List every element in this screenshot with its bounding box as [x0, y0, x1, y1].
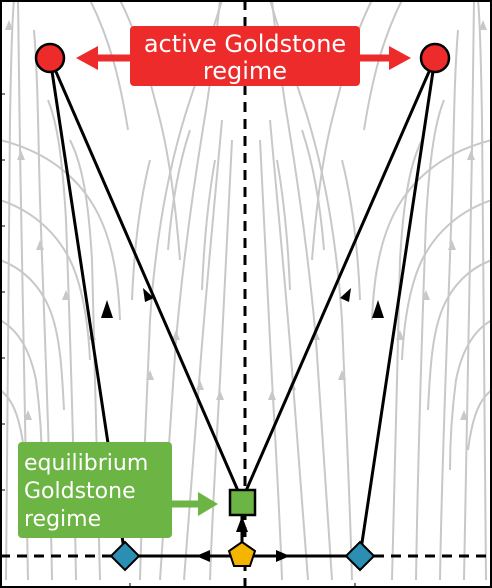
trajectory-arrow [372, 300, 384, 318]
streamline-arrow [422, 290, 430, 300]
streamline-arrow [396, 330, 404, 340]
equilibrium-goldstone-label-box [18, 442, 172, 538]
equilibrium-arrowhead [198, 492, 218, 516]
streamline-arrow [196, 380, 204, 390]
trajectory-right-diamond-to-red [358, 57, 437, 557]
trajectory-arrow [340, 288, 351, 302]
streamline [167, 129, 191, 251]
active-goldstone-callout: active Goldstone regime [76, 26, 411, 86]
streamline-arrow [146, 370, 154, 380]
trajectory-arrows [101, 288, 384, 562]
equilibrium-goldstone-label-line2: Goldstone [24, 479, 136, 504]
trajectory-arrow [236, 516, 248, 532]
streamline [439, 29, 459, 581]
streamline-arrow [448, 240, 456, 250]
active-goldstone-label-line2: regime [203, 57, 287, 85]
streamline [477, 0, 487, 581]
streamline [401, 199, 492, 361]
streamline [0, 389, 25, 451]
trajectory-arrow [196, 550, 210, 562]
trajectory-arrow [101, 300, 113, 318]
green-square-node [228, 488, 257, 517]
active-goldstone-label-line1: active Goldstone [144, 30, 346, 58]
streamline-arrow [460, 410, 468, 420]
active-goldstone-label-box [130, 26, 360, 86]
trajectory-arrow [276, 550, 290, 562]
streamline-arrow [62, 290, 70, 300]
streamline-arrows [5, 20, 487, 420]
streamline [467, 389, 492, 451]
streamline-arrow [479, 20, 487, 30]
streamline [269, 119, 309, 581]
streamline [259, 139, 283, 581]
streamline [0, 259, 65, 411]
streamline [463, 0, 475, 581]
streamline [341, 159, 361, 301]
streamline-arrow [338, 370, 346, 380]
streamline [201, 159, 216, 291]
streamline-arrow [268, 390, 276, 400]
trajectories [48, 57, 437, 558]
streamline-arrow [17, 150, 25, 160]
red-node-left [34, 42, 66, 74]
streamline [5, 0, 15, 581]
streamline [0, 199, 91, 361]
equilibrium-goldstone-callout: equilibrium Goldstone regime [18, 442, 218, 538]
red-node-right [419, 42, 451, 74]
orange-pentagon-node [227, 540, 257, 567]
streamline [415, 99, 445, 581]
streamline [131, 159, 151, 301]
streamline [0, 139, 121, 321]
blue-diamond-left [109, 540, 141, 572]
streamline-arrow [5, 20, 13, 30]
trajectory-arrow [143, 288, 154, 302]
equilibrium-goldstone-label-line1: equilibrium [24, 451, 148, 476]
streamline-arrow [172, 330, 180, 340]
streamline-arrow [467, 150, 475, 160]
trajectory-square-to-left-red [48, 57, 244, 501]
streamline [301, 129, 325, 251]
active-arrowhead-left [76, 46, 98, 70]
streamline-arrow [24, 410, 32, 420]
streamline [371, 139, 492, 321]
active-arrowhead-right [389, 46, 411, 70]
streamline [183, 119, 223, 581]
equilibrium-goldstone-label-line3: regime [24, 507, 101, 532]
blue-diamond-right [344, 540, 376, 572]
streamline [427, 259, 492, 411]
trajectory-square-to-right-red [240, 57, 437, 501]
streamline-arrow [36, 240, 44, 250]
streamline-arrow [216, 390, 224, 400]
streamline [449, 319, 492, 471]
streamline [276, 159, 291, 291]
streamline [209, 139, 233, 581]
